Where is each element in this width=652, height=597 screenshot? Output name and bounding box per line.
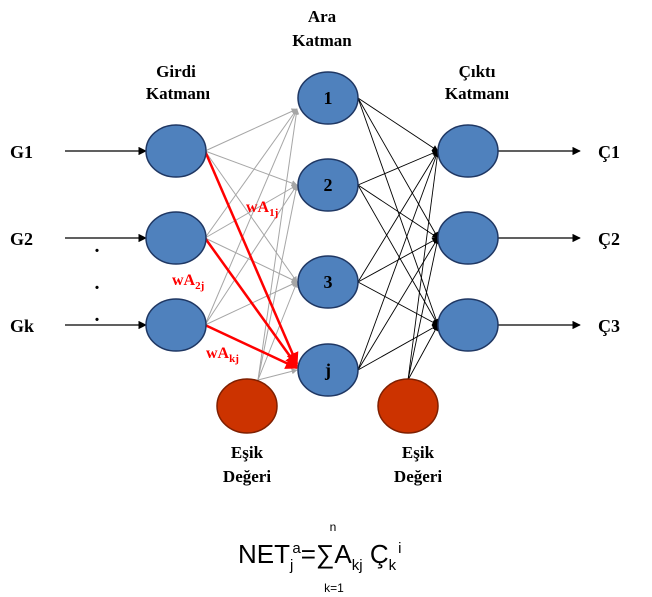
input-label-g2: G2 xyxy=(10,229,33,249)
hidden-layer-title-2: Katman xyxy=(292,31,352,50)
output-label-c1: Ç1 xyxy=(598,142,620,162)
input-hidden-connections xyxy=(204,108,300,381)
formula-lower-limit: k=1 xyxy=(324,581,344,595)
hidden-node-label-1: 1 xyxy=(324,88,333,108)
ellipsis-dot-1: . xyxy=(95,235,100,257)
input-layer-title-1: Girdi xyxy=(156,62,196,81)
output-label-c2: Ç2 xyxy=(598,229,620,249)
weight-arrows-to-j xyxy=(203,150,299,370)
input-node-1 xyxy=(145,124,207,178)
threshold-node-output xyxy=(377,378,439,434)
hidden-node-1 xyxy=(297,71,359,125)
output-node-3 xyxy=(437,298,499,352)
input-node-k xyxy=(145,298,207,352)
threshold-label-output-2: Değeri xyxy=(394,467,442,486)
input-label-g1: G1 xyxy=(10,142,33,162)
hidden-node-label-j: j xyxy=(324,360,331,380)
weight-label-kj: wAkj xyxy=(206,345,239,365)
hidden-node-2 xyxy=(297,158,359,212)
net-formula: n NETja=∑Akj Çki k=1 xyxy=(238,520,401,595)
input-layer-title-2: Katmanı xyxy=(146,84,211,103)
hidden-node-label-3: 3 xyxy=(324,272,333,292)
weight-label-2j: wA2j xyxy=(172,272,204,292)
hidden-node-3 xyxy=(297,255,359,309)
ellipsis-dot-3: . xyxy=(95,304,100,326)
formula-main: NETja=∑Akj Çki xyxy=(238,539,401,574)
hidden-output-connections xyxy=(357,97,441,381)
hidden-layer-title-1: Ara xyxy=(308,7,337,26)
output-node-2 xyxy=(437,211,499,265)
weight-label-1j: wA1j xyxy=(246,199,278,219)
output-layer-title-1: Çıktı xyxy=(459,62,496,81)
threshold-label-output-1: Eşik xyxy=(402,443,435,462)
output-node-1 xyxy=(437,124,499,178)
hidden-node-j xyxy=(297,343,359,397)
input-label-gk: Gk xyxy=(10,316,34,336)
input-node-2 xyxy=(145,211,207,265)
output-layer-title-2: Katmanı xyxy=(445,84,510,103)
hidden-node-label-2: 2 xyxy=(324,175,333,195)
threshold-label-hidden-1: Eşik xyxy=(231,443,264,462)
formula-upper-limit: n xyxy=(330,520,337,534)
ellipsis-dot-2: . xyxy=(95,272,100,294)
threshold-label-hidden-2: Değeri xyxy=(223,467,271,486)
threshold-node-hidden xyxy=(216,378,278,434)
output-label-c3: Ç3 xyxy=(598,316,620,336)
